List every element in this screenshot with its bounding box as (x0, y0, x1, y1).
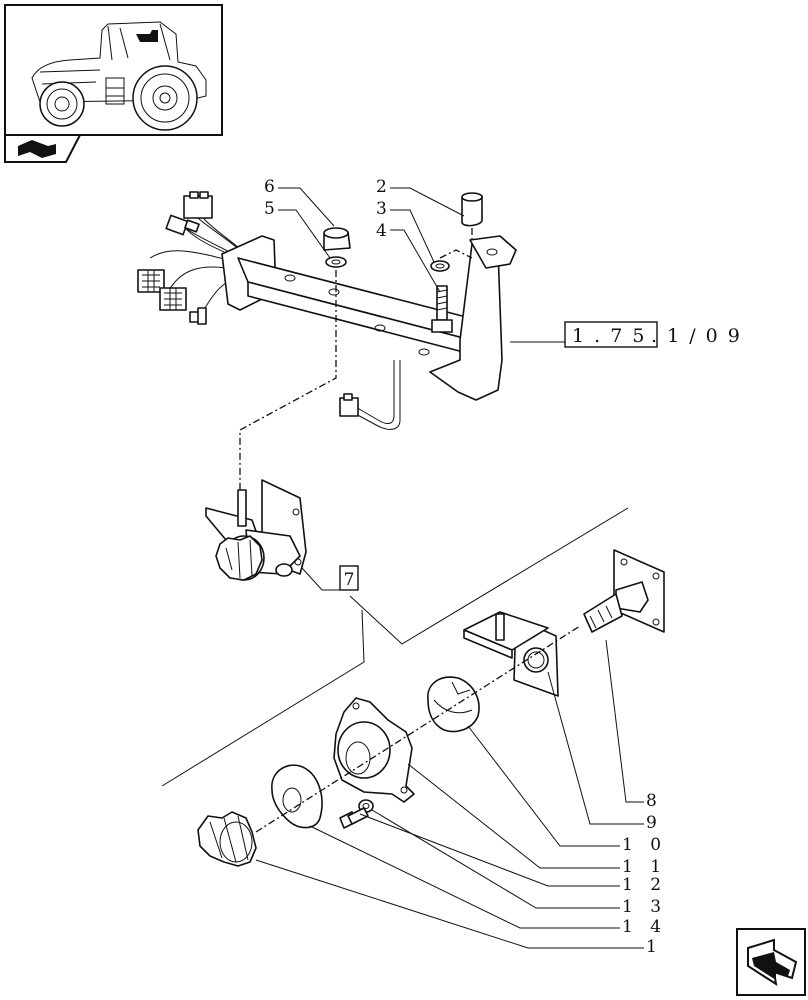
socket-housing-part-11 (333, 697, 415, 803)
group-7-callout[interactable]: 7 (301, 565, 359, 591)
callout-6: 6 (264, 177, 275, 197)
support-bracket (221, 235, 517, 430)
washer-part-3 (430, 260, 450, 272)
callout-leaders (255, 187, 644, 949)
tractor-thumbnail-icon (4, 4, 223, 136)
reference-suffix-text: . 1 / 0 9 (651, 325, 742, 347)
callout-3: 3 (376, 199, 387, 219)
callout-10: 1 0 (622, 835, 667, 855)
callout-5: 5 (264, 199, 275, 219)
section-indicator-icon (4, 134, 82, 163)
dust-cap-part-14 (271, 764, 323, 829)
connector-small (165, 214, 200, 236)
callout-2: 2 (376, 177, 387, 197)
callout-1: 1 (646, 937, 657, 957)
bolt-part-12 (339, 807, 369, 829)
pin-with-flange-part-8 (583, 549, 665, 633)
washer-part-5 (325, 256, 347, 268)
wiring-harness (137, 191, 245, 325)
callout-13: 1 3 (622, 897, 667, 917)
nut-part-6 (323, 227, 351, 251)
mounting-bracket-part-9 (463, 611, 559, 697)
knob-part-1 (197, 811, 257, 867)
alignment-axis (255, 625, 581, 833)
next-page-arrow-icon[interactable] (736, 928, 806, 996)
connector-left (137, 269, 165, 293)
connector-mid (159, 287, 187, 311)
ball-sleeve-part-10 (427, 676, 480, 733)
callout-14: 1 4 (622, 917, 667, 937)
sleeve-part (461, 192, 483, 227)
socket-assembly-mounted (205, 479, 307, 581)
exploded-view-frame (161, 507, 629, 787)
reference-callout[interactable]: 1 . 7 5 . 1 / 0 9 (510, 321, 742, 348)
callout-12: 1 2 (622, 875, 667, 895)
callout-9: 9 (646, 813, 657, 833)
callout-8: 8 (646, 791, 657, 811)
connector-top (183, 191, 213, 219)
group-7-label: 7 (344, 570, 355, 590)
callout-4: 4 (376, 221, 387, 241)
connector-plug (189, 307, 207, 325)
bolt-part-4 (431, 285, 453, 333)
reference-box-text: 1 . 7 5 (572, 325, 646, 347)
callout-11: 1 1 (622, 857, 667, 877)
